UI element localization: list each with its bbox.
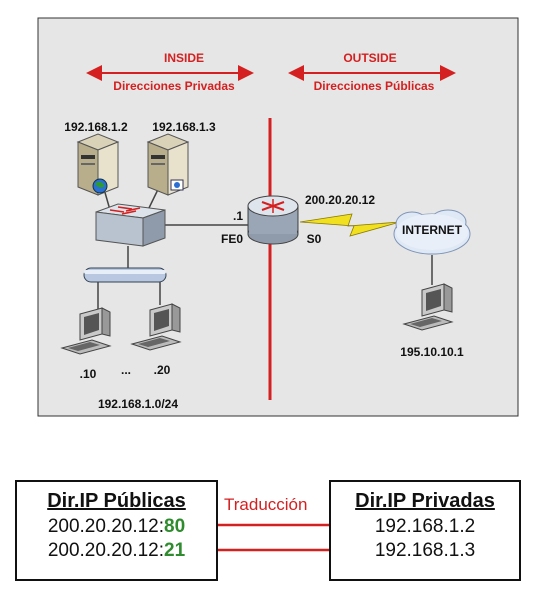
public-addresses-box: Dir.IP Públicas 200.20.20.12:80 200.20.2… <box>15 480 218 581</box>
private-addresses-box: Dir.IP Privadas 192.168.1.2 192.168.1.3 <box>329 480 521 581</box>
pc-1-ip: .10 <box>80 367 97 381</box>
network-address: 192.168.1.0/24 <box>98 397 178 411</box>
outside-subtitle: Direcciones Públicas <box>314 79 435 93</box>
outside-title: OUTSIDE <box>343 51 396 65</box>
switch-icon <box>95 203 166 247</box>
server-1-icon <box>76 133 120 196</box>
pc-2-icon <box>130 303 182 351</box>
private-addresses-header: Dir.IP Privadas <box>355 490 495 512</box>
public-row-1-ip: 200.20.20.12: <box>47 516 165 537</box>
internet-label: INTERNET <box>402 223 463 237</box>
pc-2-ip: .20 <box>154 363 171 377</box>
public-row-2-ip: 200.20.20.12: <box>47 540 165 561</box>
inside-title: INSIDE <box>164 51 204 65</box>
server-2-icon <box>146 133 190 196</box>
router-fe0-label: FE0 <box>221 232 243 246</box>
public-row-2: 200.20.20.12:21 <box>17 540 216 562</box>
remote-pc-icon <box>402 283 454 331</box>
remote-ip: 195.10.10.1 <box>400 345 464 359</box>
server-2-ip: 192.168.1.3 <box>152 120 216 134</box>
router-icon <box>247 195 299 245</box>
private-row-1-ip: 192.168.1.2 <box>374 516 476 537</box>
private-row-2-ip: 192.168.1.3 <box>374 540 476 561</box>
ellipsis: ... <box>121 363 131 377</box>
router-s0-label: S0 <box>307 232 322 246</box>
hub-bar-icon <box>83 267 167 283</box>
public-row-1: 200.20.20.12:80 <box>17 516 216 538</box>
server-1-ip: 192.168.1.2 <box>64 120 128 134</box>
public-row-1-port: 80 <box>164 516 186 537</box>
public-addresses-header: Dir.IP Públicas <box>47 490 186 512</box>
public-row-2-port: 21 <box>164 540 186 561</box>
inside-subtitle: Direcciones Privadas <box>113 79 235 93</box>
router-interface-ip: .1 <box>233 209 243 223</box>
public-ip: 200.20.20.12 <box>305 193 375 207</box>
translation-label: Traducción <box>224 495 308 514</box>
internet-cloud-icon <box>393 209 471 255</box>
pc-1-icon <box>60 307 112 355</box>
